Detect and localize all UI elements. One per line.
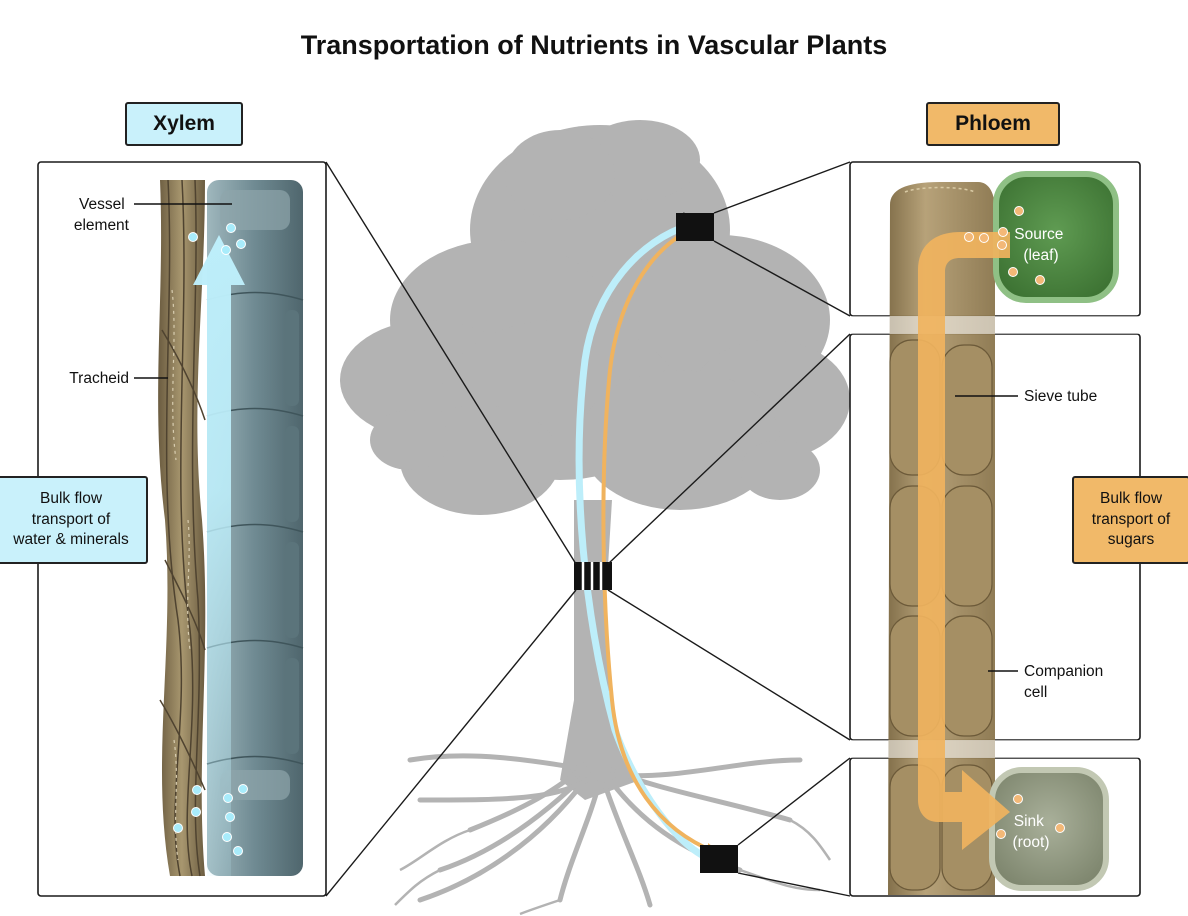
vessel-element-label: Vessel element bbox=[74, 196, 130, 234]
companion-cell-label: Companion cell bbox=[1024, 663, 1108, 701]
phloem-bulk-flow-box: Bulk flow transport of sugars bbox=[1072, 476, 1188, 564]
trunk-stripes bbox=[581, 562, 603, 590]
xylem-flow-arrow bbox=[193, 235, 245, 876]
tree-phloem-path bbox=[601, 228, 716, 854]
sink-cell bbox=[989, 767, 1109, 891]
sieve-tube-label: Sieve tube bbox=[1024, 388, 1097, 405]
tree-zoom-root bbox=[700, 845, 738, 873]
xylem-tag: Xylem bbox=[125, 102, 243, 146]
phloem-flow-arrow bbox=[918, 232, 1010, 850]
source-label: Source (leaf) bbox=[1014, 226, 1067, 264]
xylem-bulk-flow-text: Bulk flow transport of water & minerals bbox=[13, 489, 129, 549]
xylem-bulk-flow-box: Bulk flow transport of water & minerals bbox=[0, 476, 148, 564]
sink-label: Sink (root) bbox=[1012, 813, 1049, 851]
tracheid-strands bbox=[158, 179, 206, 877]
tracheid-label: Tracheid bbox=[69, 370, 129, 387]
tree-zoom-top bbox=[676, 213, 714, 241]
water-droplets bbox=[173, 223, 248, 856]
zoom-lines bbox=[325, 161, 851, 897]
sugar-particles bbox=[964, 206, 1065, 839]
phloem-tag: Phloem bbox=[926, 102, 1060, 146]
phloem-bulk-flow-text: Bulk flow transport of sugars bbox=[1091, 489, 1171, 549]
tree-silhouette bbox=[340, 120, 850, 916]
page-title: Transportation of Nutrients in Vascular … bbox=[300, 30, 888, 60]
